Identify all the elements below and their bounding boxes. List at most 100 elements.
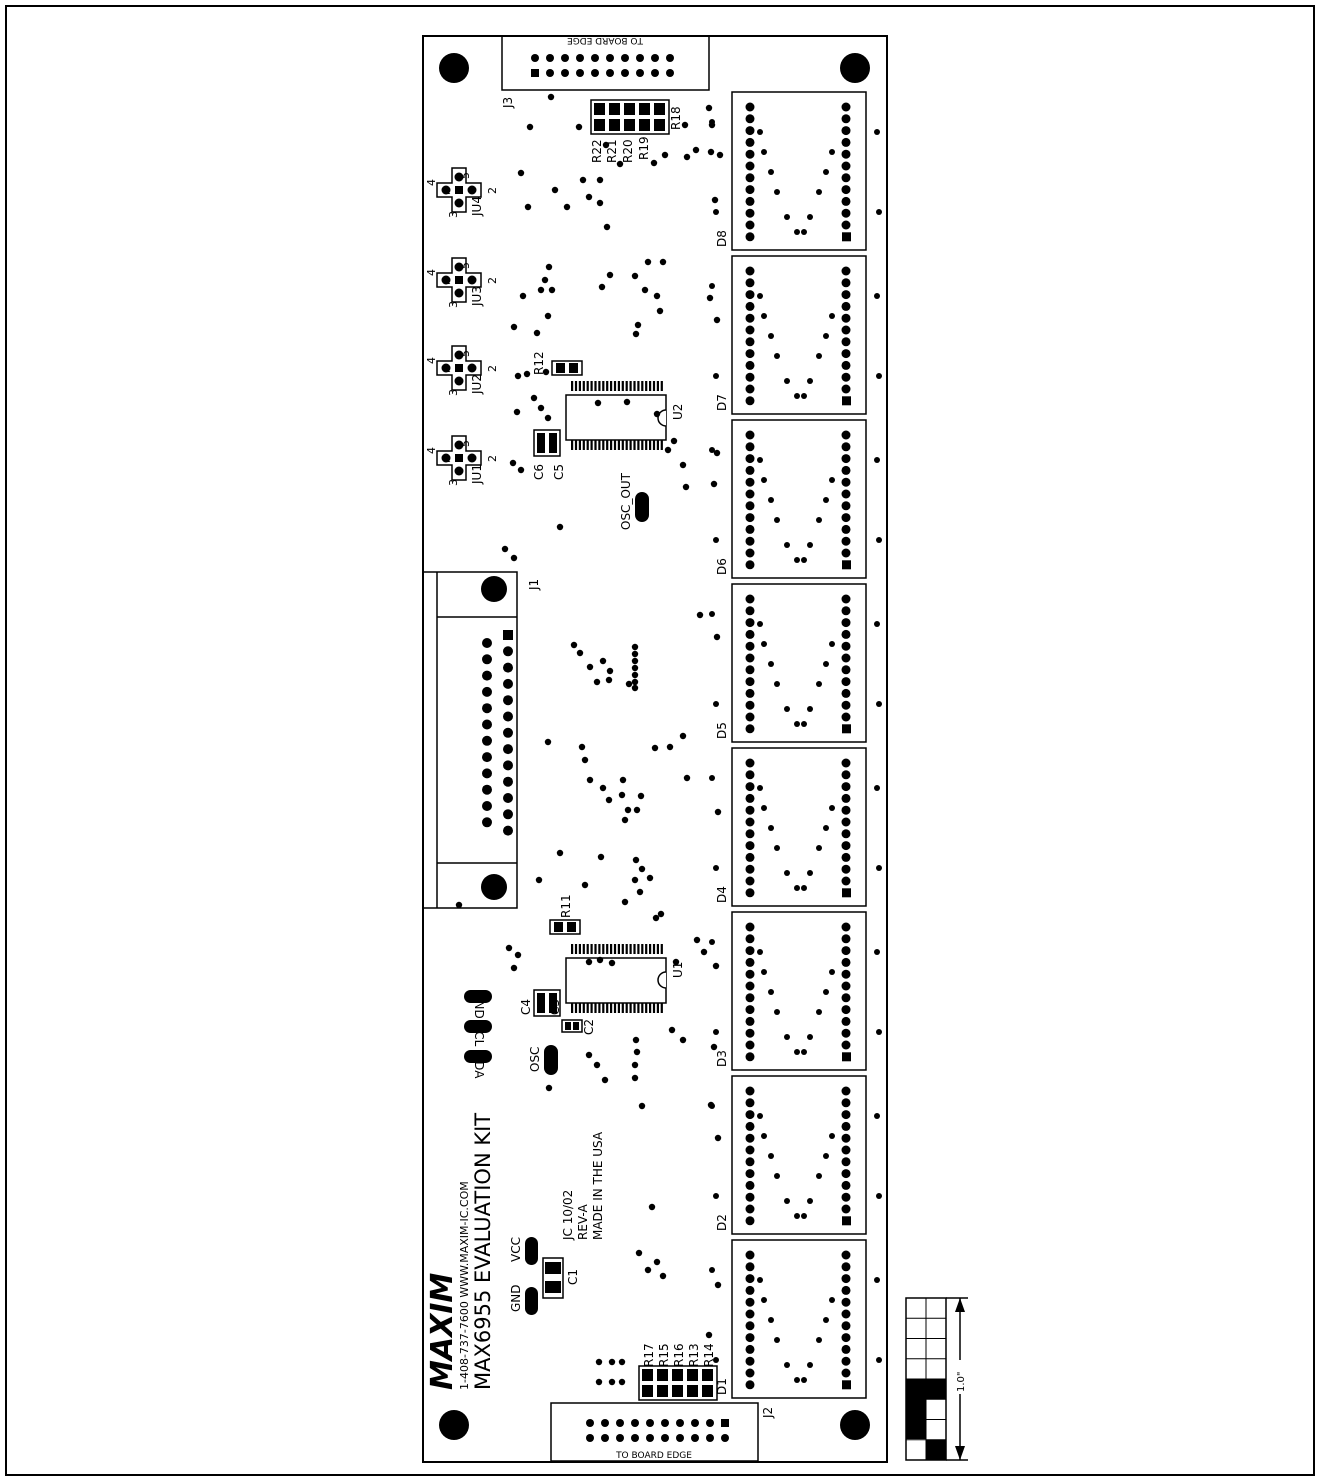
header-pin — [706, 1434, 714, 1442]
pin-2-label: 2 — [486, 187, 499, 194]
r16-label: R16 — [672, 1343, 686, 1367]
display-outline — [731, 747, 867, 907]
display-pin — [841, 266, 851, 276]
display-pin — [841, 606, 851, 616]
via — [625, 680, 633, 688]
display-via — [807, 706, 813, 712]
ic-pin — [660, 1003, 663, 1013]
display-pin — [841, 536, 851, 546]
jumper-label: JU1 — [470, 464, 484, 485]
display-pin — [745, 770, 755, 780]
sda-label: SDA — [472, 1054, 486, 1080]
mounting-hole — [439, 53, 469, 83]
resistor-labels-bottom: R17 R15 R16 R13 R14 — [642, 1343, 716, 1367]
db25-pin — [503, 678, 513, 689]
pin-4-label: 4 — [425, 179, 438, 186]
ic-pin — [610, 440, 613, 450]
via — [595, 1378, 603, 1386]
pin-1-square — [721, 1419, 729, 1427]
via — [710, 1043, 718, 1051]
via — [619, 776, 627, 784]
ic-pin — [625, 440, 628, 450]
db25-pin — [503, 662, 513, 673]
c2-label: C2 — [582, 1019, 596, 1035]
via — [598, 283, 606, 291]
via — [653, 292, 661, 300]
display-pin — [745, 724, 755, 734]
via — [608, 1378, 616, 1386]
db25-pin — [503, 825, 513, 836]
display-pin — [745, 465, 755, 475]
display-pin — [841, 1274, 851, 1284]
display-pin — [841, 629, 851, 639]
via — [713, 1357, 719, 1363]
ic-pin — [652, 944, 656, 954]
via — [618, 1358, 626, 1366]
display-pin — [841, 770, 851, 780]
display-via — [823, 169, 829, 175]
header-pin — [561, 54, 569, 62]
display-outline — [731, 419, 867, 579]
display-pin — [841, 137, 851, 147]
jumper-pin — [467, 363, 477, 373]
display-via — [823, 497, 829, 503]
display-pin — [745, 1380, 755, 1390]
display-via — [816, 1337, 822, 1343]
ic-pin — [590, 440, 593, 450]
display-pin — [841, 465, 851, 475]
osc-out-label: OSC_OUT — [619, 472, 633, 530]
via — [533, 329, 541, 337]
ic-pin — [633, 440, 636, 450]
display-pin — [841, 1262, 851, 1272]
jumper-pin — [467, 185, 477, 195]
display-pin — [841, 1321, 851, 1331]
display-outline — [731, 255, 867, 415]
display-pin — [745, 560, 755, 570]
via — [876, 209, 882, 215]
ic-pin — [571, 381, 574, 391]
display-pin — [745, 301, 755, 311]
ic-pin — [649, 944, 652, 954]
via — [679, 732, 687, 740]
display-via — [801, 721, 807, 727]
via — [509, 459, 517, 467]
display-via — [816, 681, 822, 687]
r11-label: R11 — [559, 894, 573, 918]
display-pin — [745, 957, 755, 967]
c3-label: C3 — [548, 999, 562, 1015]
display-via — [774, 1173, 780, 1179]
display-label: D1 — [715, 1378, 729, 1395]
maxim-logo: MAXIM — [425, 1273, 460, 1390]
via — [632, 330, 640, 338]
display-via — [807, 1034, 813, 1040]
via — [579, 176, 587, 184]
ic-pin — [621, 944, 624, 954]
via — [505, 944, 513, 952]
display-via — [829, 1133, 835, 1139]
via — [596, 176, 604, 184]
display-via — [816, 845, 822, 851]
display-via — [801, 1213, 807, 1219]
via — [513, 408, 521, 416]
display-via — [794, 1049, 800, 1055]
display-pin — [841, 220, 851, 230]
display-pin — [841, 1333, 851, 1343]
pin-3-label: 3 — [447, 479, 460, 486]
display-pin — [841, 817, 851, 827]
resistor-pad — [657, 1385, 668, 1397]
resistor-array-top — [590, 99, 670, 135]
via — [666, 743, 674, 751]
display-via — [823, 661, 829, 667]
via — [714, 1134, 722, 1142]
header-pin — [666, 54, 674, 62]
display-via — [768, 333, 774, 339]
ic-pin — [621, 1003, 624, 1013]
via — [631, 1061, 639, 1069]
via — [510, 554, 518, 562]
jumper-pin — [454, 172, 464, 182]
c4-label: C4 — [519, 999, 533, 1015]
jumper-center-pad — [455, 276, 463, 284]
